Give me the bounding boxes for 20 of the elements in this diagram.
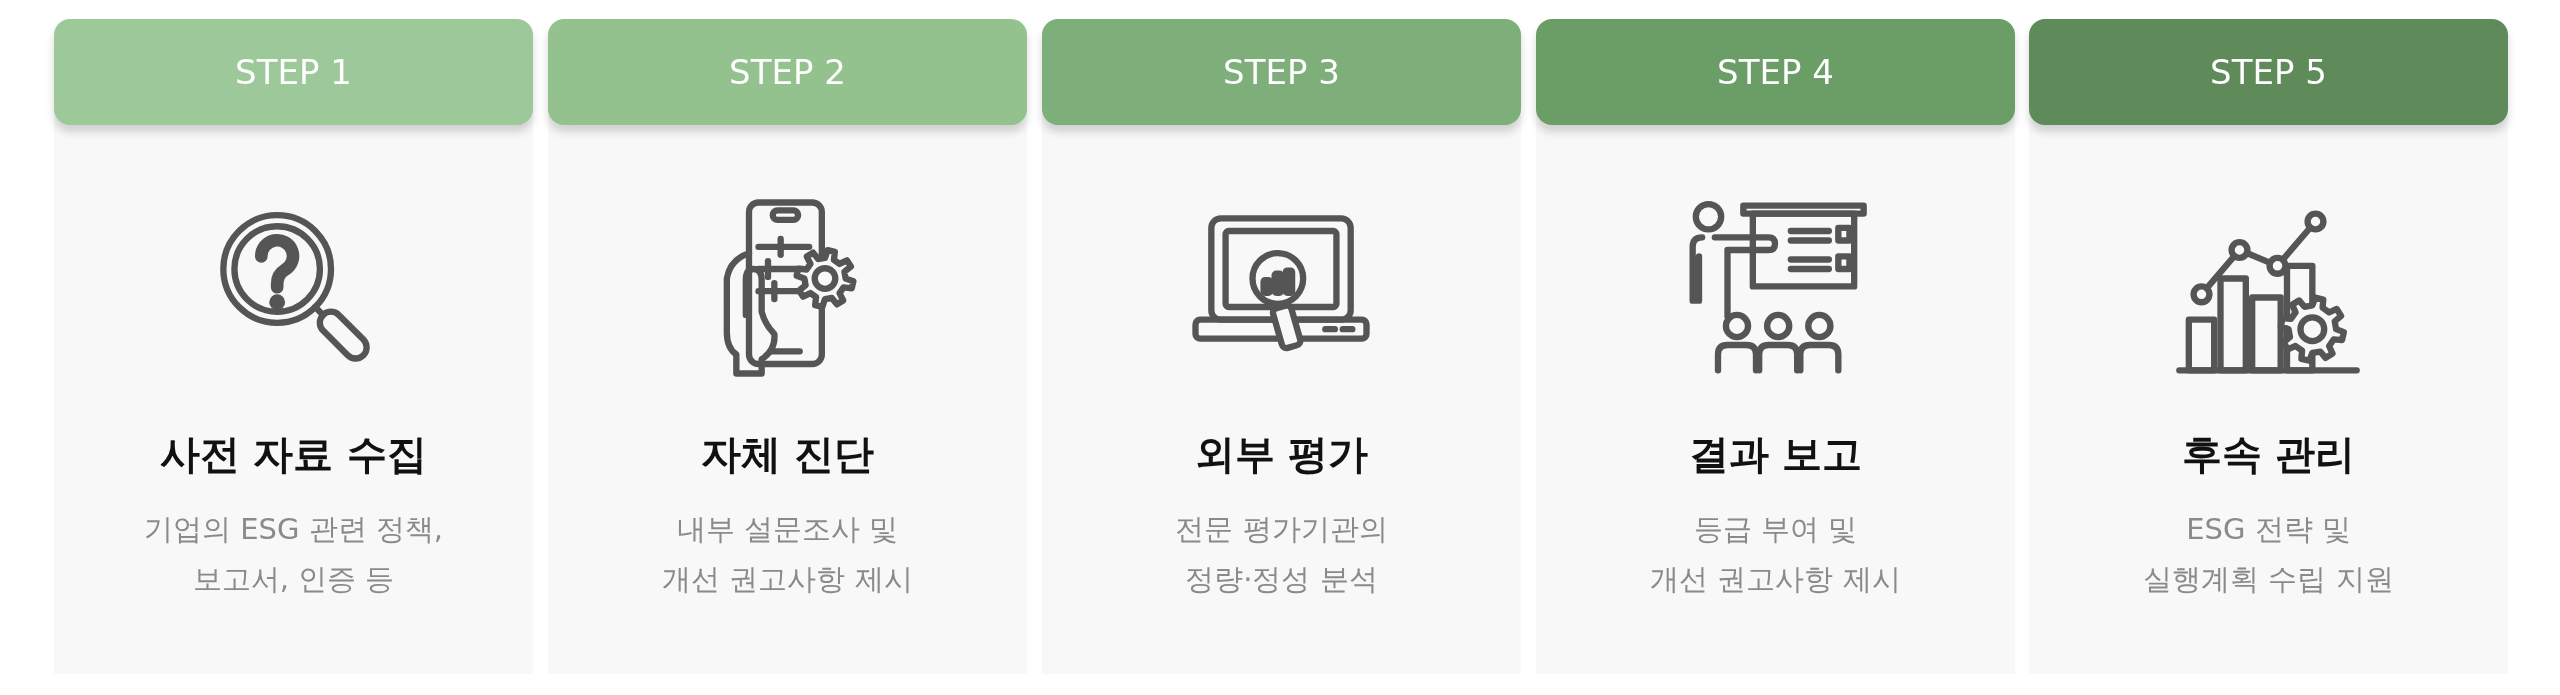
step-header: STEP 2: [548, 19, 1027, 125]
step-header: STEP 1: [54, 19, 533, 125]
step-description: 기업의 ESG 관련 정책, 보고서, 인증 등: [143, 511, 444, 598]
step-title: 사전 자료 수집: [159, 430, 428, 479]
step-title: 결과 보고: [1688, 430, 1863, 479]
step-header: STEP 5: [2029, 19, 2508, 125]
step-card: [1536, 19, 2015, 674]
step-description: ESG 전략 및 실행계획 수립 지원: [2143, 511, 2394, 598]
step-card: [2029, 19, 2508, 674]
step-description: 등급 부여 및 개선 권고사항 제시: [1650, 511, 1901, 598]
step-description: 내부 설문조사 및 개선 권고사항 제시: [662, 511, 913, 598]
step-description: 전문 평가기관의 정량·정성 분석: [1175, 511, 1388, 598]
step-title: 자체 진단: [700, 430, 875, 479]
step-title: 후속 관리: [2181, 430, 2356, 479]
step-header: STEP 4: [1536, 19, 2015, 125]
step-card: [1042, 19, 1521, 674]
step-title: 외부 평가: [1194, 430, 1369, 479]
step-card: [548, 19, 1027, 674]
step-header: STEP 3: [1042, 19, 1521, 125]
step-card: [54, 19, 533, 674]
